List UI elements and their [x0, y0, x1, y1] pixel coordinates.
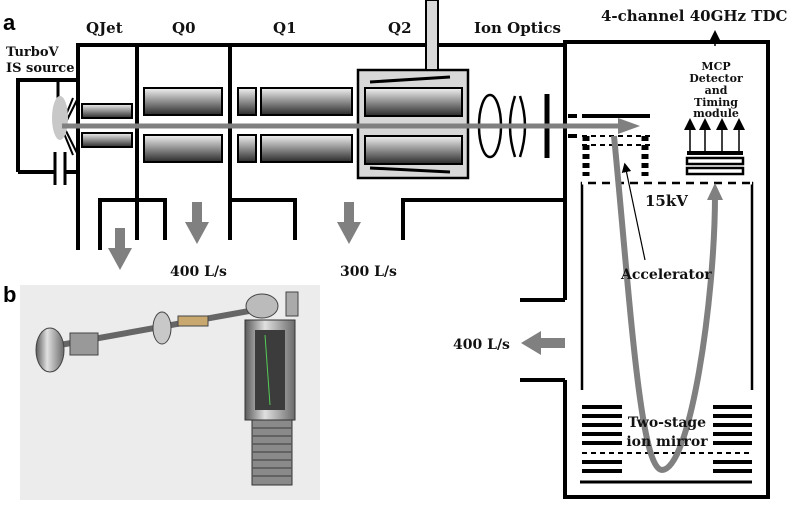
ion-mirror-electrodes [582, 405, 752, 473]
ion-source-spray-icon [52, 96, 68, 140]
source-label-2: IS source [6, 61, 74, 76]
mcp-label-line: and [705, 84, 728, 97]
instrument-3d-rendering [20, 285, 320, 500]
pump-speed-label: 300 L/s [340, 264, 397, 280]
panel-label-b: b [3, 282, 16, 307]
pump-speed-label: 400 L/s [170, 264, 227, 280]
q1-label: Q1 [273, 19, 297, 37]
mcp-label: MCP Detector and Timing module [689, 60, 743, 120]
ion-optics-label: Ion Optics [474, 19, 561, 37]
tdc-label: 4-channel 40GHz TDC [601, 7, 787, 25]
q0-label: Q0 [172, 19, 196, 37]
pump-arrow-icon [185, 202, 209, 244]
gas-inlet-pipe [425, 0, 439, 71]
pump-arrow-icon [108, 228, 132, 270]
quadrupole-rods [81, 87, 463, 165]
accelerator-electrodes [568, 114, 650, 176]
pump-arrow-icon [521, 331, 565, 355]
source-label: TurboV [6, 45, 60, 60]
q2-label: Q2 [388, 19, 412, 37]
mcp-detector [621, 30, 745, 261]
mcp-label-line: Detector [689, 72, 743, 85]
mcp-label-line: module [693, 107, 739, 120]
chamber-walls [16, 43, 565, 250]
voltage-label: 15kV [645, 192, 688, 210]
mcp-label-line: Timing [694, 96, 738, 109]
accelerator-label: Accelerator [620, 267, 712, 283]
mirror-label-2: ion mirror [626, 434, 708, 450]
pump-arrow-icon [337, 202, 361, 244]
mirror-label: Two-stage [628, 415, 706, 431]
panel-label-a: a [3, 10, 16, 35]
ion-beam [62, 118, 723, 474]
tof-chamber [520, 40, 770, 499]
pump-arrows [108, 202, 565, 355]
qjet-label: QJet [86, 19, 123, 37]
pump-speed-label: 400 L/s [453, 337, 510, 353]
mcp-label-line: MCP [701, 60, 730, 73]
